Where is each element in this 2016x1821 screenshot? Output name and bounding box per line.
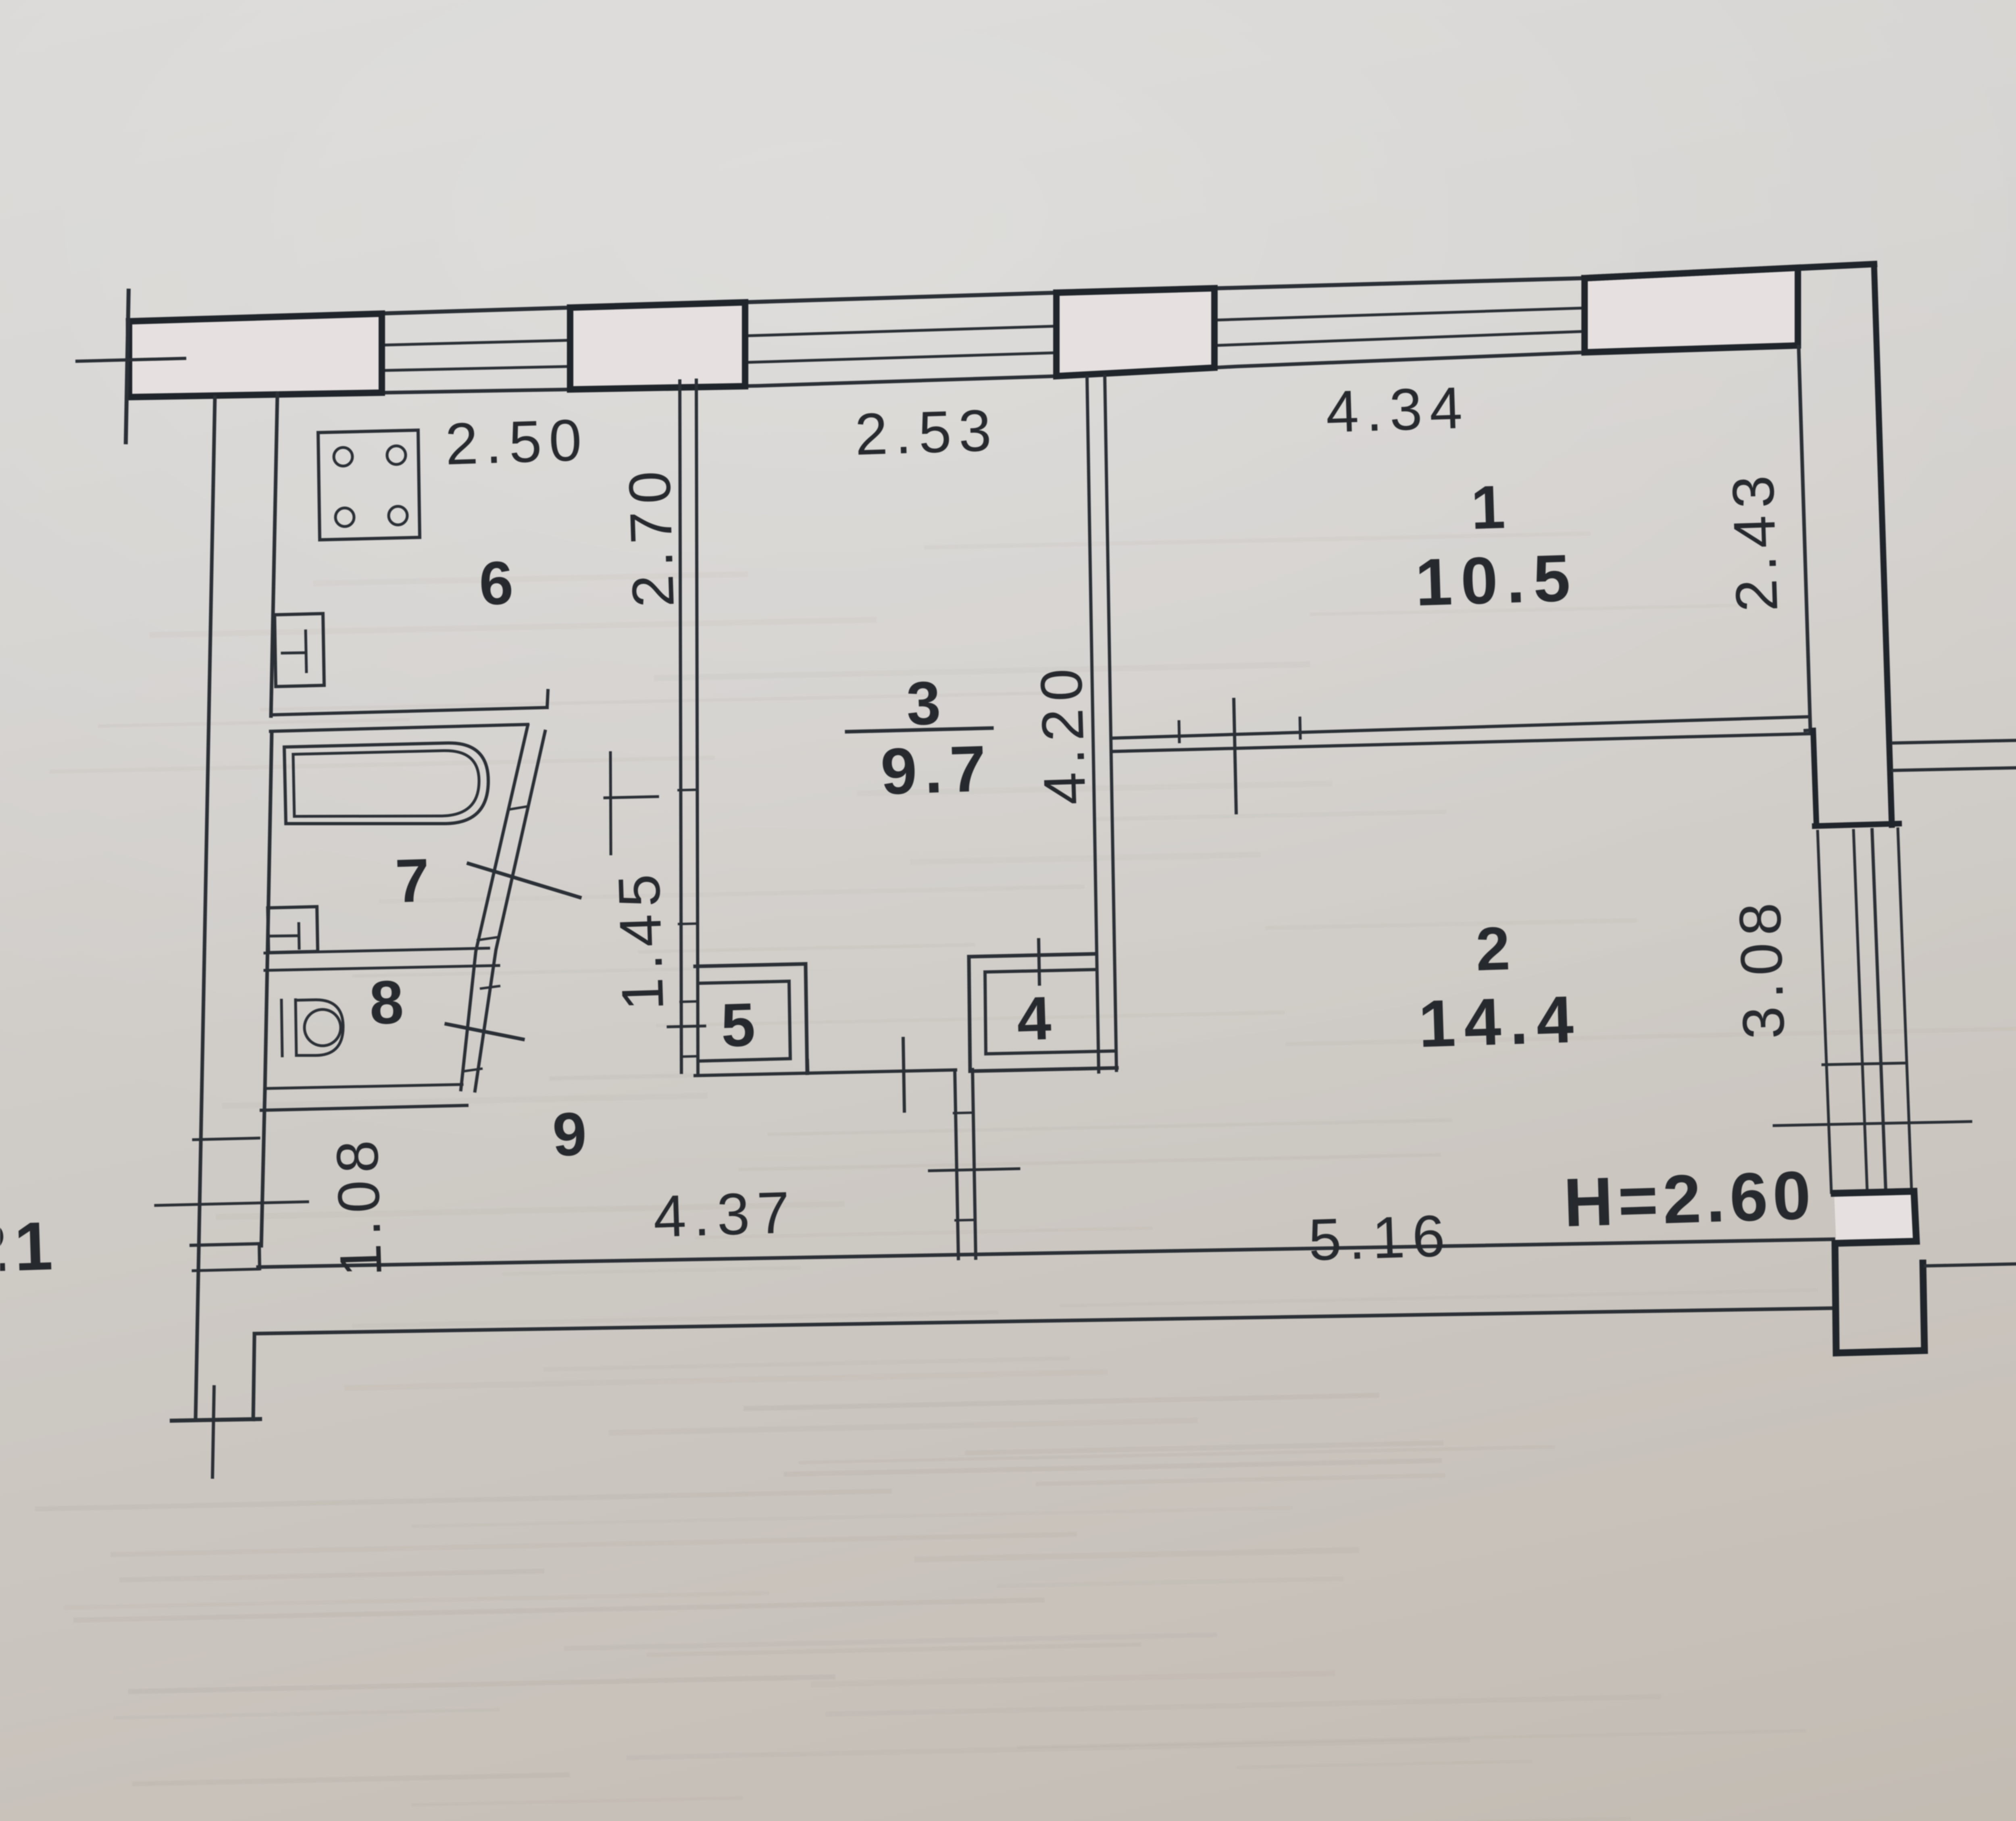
svg-text:14.4: 14.4 [1417, 982, 1583, 1061]
svg-text:9.7: 9.7 [879, 732, 994, 808]
svg-text:7: 7 [394, 846, 438, 916]
svg-text:5.16: 5.16 [1308, 1203, 1453, 1273]
svg-text:4.34: 4.34 [1325, 375, 1470, 445]
svg-text:1: 1 [1470, 472, 1514, 542]
svg-text:9: 9 [552, 1099, 595, 1169]
svg-text:2.70: 2.70 [616, 463, 686, 608]
svg-text:4.37: 4.37 [652, 1179, 798, 1249]
svg-text:4: 4 [1016, 984, 1060, 1053]
svg-text:3: 3 [906, 668, 949, 738]
svg-text:1.08: 1.08 [324, 1132, 394, 1278]
svg-text:2.43: 2.43 [1720, 467, 1790, 613]
svg-text:21: 21 [0, 1207, 61, 1287]
svg-text:2.53: 2.53 [854, 397, 1000, 467]
svg-text:2.50: 2.50 [444, 407, 590, 477]
svg-text:1.45: 1.45 [606, 866, 676, 1011]
svg-text:6: 6 [478, 548, 522, 618]
svg-text:8: 8 [369, 968, 412, 1037]
svg-text:5: 5 [720, 990, 764, 1060]
svg-text:H=2.60: H=2.60 [1562, 1157, 1817, 1241]
svg-text:3.08: 3.08 [1727, 895, 1797, 1040]
svg-text:2: 2 [1475, 914, 1518, 984]
svg-text:10.5: 10.5 [1414, 540, 1580, 620]
svg-text:4.20: 4.20 [1028, 660, 1098, 806]
